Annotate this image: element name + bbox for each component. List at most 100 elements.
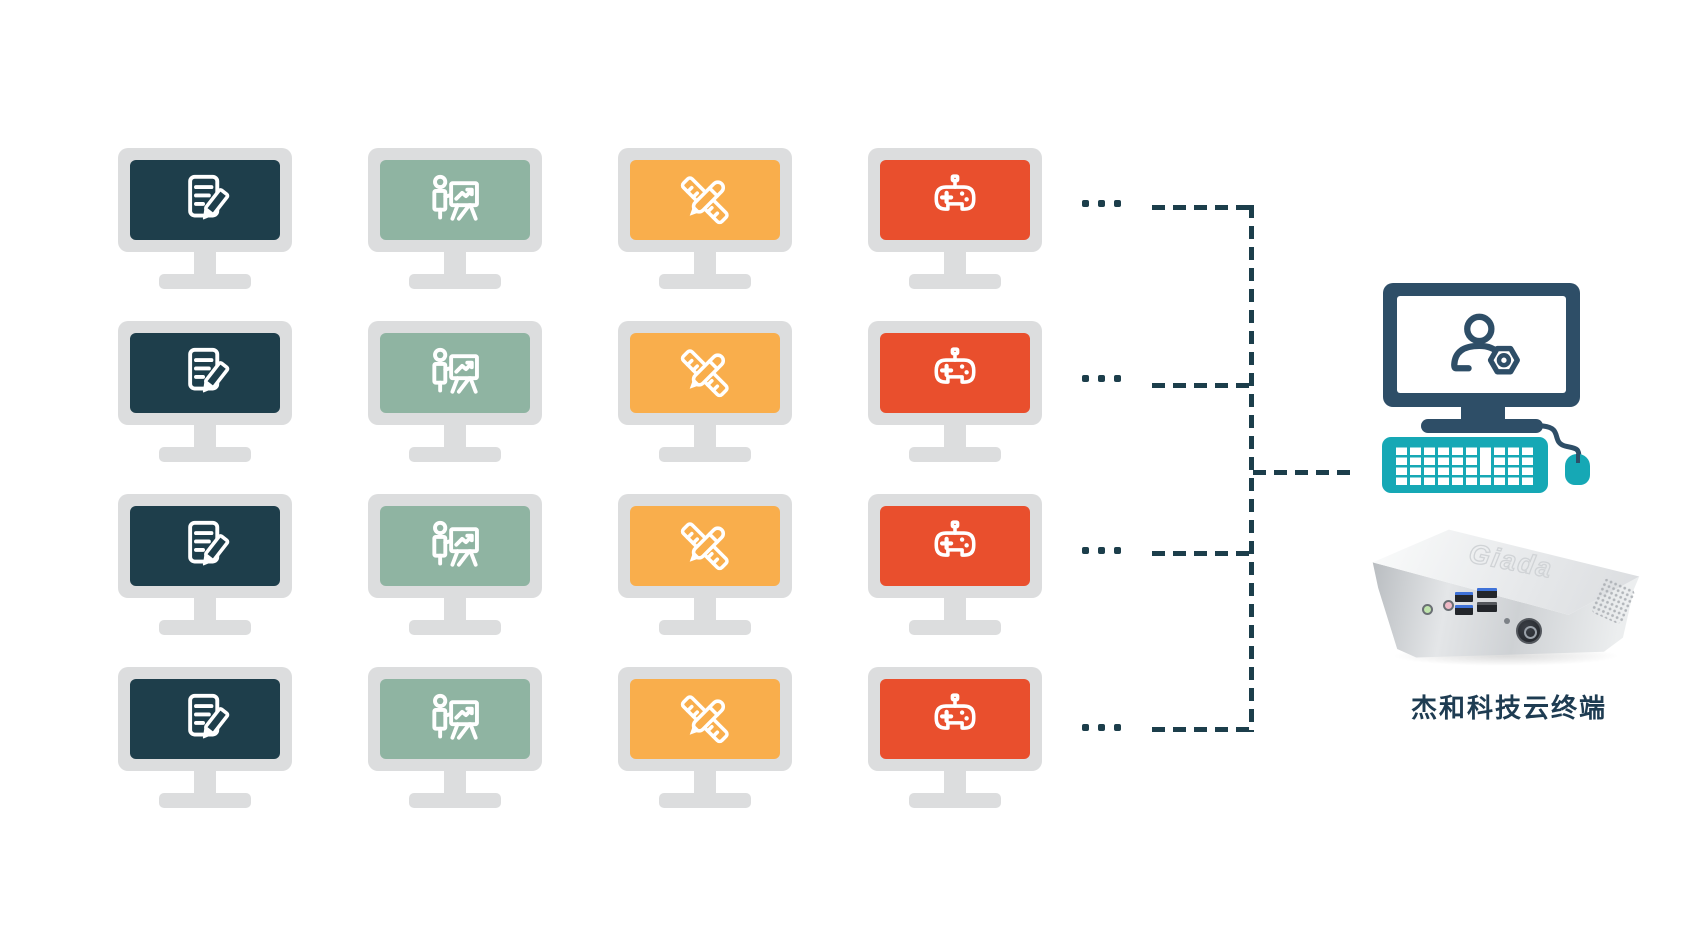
- connector-row-4: [1152, 727, 1252, 732]
- monitor-screen-gaming: [880, 333, 1030, 413]
- monitor-screen-office: [130, 333, 280, 413]
- monitor-stand-neck: [694, 251, 716, 277]
- monitor-stand-neck: [944, 597, 966, 623]
- monitor-screen-presentation: [380, 160, 530, 240]
- monitor-screen-design: [630, 506, 780, 586]
- keyboard-keys: [1396, 445, 1535, 485]
- monitor-screen-gaming: [880, 160, 1030, 240]
- monitor-stand-base: [909, 793, 1001, 808]
- row-ellipsis: [1082, 375, 1121, 382]
- row-ellipsis: [1082, 200, 1121, 207]
- monitor-screen-gaming: [880, 679, 1030, 759]
- keyboard-enter-key: [1480, 455, 1491, 473]
- client-monitor-r4c4: [868, 667, 1042, 808]
- monitor-stand-neck: [944, 770, 966, 796]
- monitor-stand-neck: [194, 251, 216, 277]
- monitor-stand-neck: [694, 597, 716, 623]
- monitor-stand-neck: [194, 597, 216, 623]
- monitor-screen-gaming: [880, 506, 1030, 586]
- client-monitor-r2c2: [368, 321, 542, 462]
- document-edit-icon: [174, 169, 236, 231]
- monitor-stand-base: [409, 793, 501, 808]
- gamepad-icon: [924, 515, 986, 577]
- ruler-pencil-icon: [674, 342, 736, 404]
- connector-to-host: [1253, 470, 1356, 475]
- monitor-stand-neck: [444, 251, 466, 277]
- monitor-stand-neck: [194, 770, 216, 796]
- monitor-stand-base: [159, 620, 251, 635]
- monitor-stand-neck: [944, 424, 966, 450]
- client-monitor-r1c1: [118, 148, 292, 289]
- host-keyboard: [1382, 437, 1548, 493]
- presentation-chart-icon: [424, 688, 486, 750]
- monitor-stand-base: [159, 447, 251, 462]
- client-monitor-r3c1: [118, 494, 292, 635]
- document-edit-icon: [174, 515, 236, 577]
- monitor-stand-base: [659, 447, 751, 462]
- usb-port: [1477, 588, 1497, 598]
- usb-port: [1455, 605, 1473, 615]
- connector-bus: [1249, 205, 1254, 732]
- mouse-cable: [1540, 423, 1582, 461]
- client-monitor-r4c2: [368, 667, 542, 808]
- presentation-chart-icon: [424, 515, 486, 577]
- monitor-stand-base: [409, 447, 501, 462]
- gamepad-icon: [924, 688, 986, 750]
- monitor-frame: [618, 667, 792, 771]
- monitor-screen-design: [630, 160, 780, 240]
- monitor-frame: [368, 667, 542, 771]
- client-monitor-r3c3: [618, 494, 792, 635]
- connector-row-3: [1152, 551, 1252, 556]
- client-monitor-r1c4: [868, 148, 1042, 289]
- usb-port: [1477, 602, 1497, 612]
- monitor-stand-base: [659, 274, 751, 289]
- audio-out-jack: [1422, 604, 1433, 615]
- monitor-frame: [118, 667, 292, 771]
- monitor-stand-neck: [444, 597, 466, 623]
- monitor-stand-neck: [444, 424, 466, 450]
- monitor-stand-base: [909, 274, 1001, 289]
- monitor-screen-presentation: [380, 333, 530, 413]
- client-monitor-r4c1: [118, 667, 292, 808]
- row-ellipsis: [1082, 724, 1121, 731]
- monitor-stand-base: [909, 620, 1001, 635]
- mini-pc-device: Giada: [1370, 524, 1642, 666]
- client-monitor-r4c3: [618, 667, 792, 808]
- user-settings-icon: [1432, 311, 1532, 379]
- host-monitor-base: [1421, 419, 1543, 433]
- host-monitor: [1383, 283, 1580, 407]
- monitor-stand-base: [409, 620, 501, 635]
- connector-row-2: [1152, 383, 1252, 388]
- monitor-frame: [368, 494, 542, 598]
- monitor-frame: [868, 321, 1042, 425]
- monitor-frame: [618, 321, 792, 425]
- monitor-frame: [618, 494, 792, 598]
- row-ellipsis: [1082, 547, 1121, 554]
- monitor-stand-base: [409, 274, 501, 289]
- monitor-screen-design: [630, 679, 780, 759]
- monitor-frame: [118, 494, 292, 598]
- monitor-screen-design: [630, 333, 780, 413]
- ruler-pencil-icon: [674, 515, 736, 577]
- mic-jack: [1443, 600, 1454, 611]
- monitor-stand-base: [909, 447, 1001, 462]
- client-monitor-r2c3: [618, 321, 792, 462]
- host-mouse: [1565, 454, 1590, 485]
- monitor-frame: [868, 494, 1042, 598]
- client-monitor-r1c2: [368, 148, 542, 289]
- monitor-stand-neck: [694, 770, 716, 796]
- monitor-frame: [618, 148, 792, 252]
- monitor-frame: [368, 321, 542, 425]
- client-monitor-r3c2: [368, 494, 542, 635]
- monitor-frame: [868, 148, 1042, 252]
- pin-hole: [1504, 618, 1510, 624]
- client-monitor-r2c4: [868, 321, 1042, 462]
- host-monitor-screen: [1397, 296, 1566, 393]
- device-caption: 杰和科技云终端: [1410, 693, 1607, 723]
- monitor-screen-office: [130, 160, 280, 240]
- monitor-stand-base: [659, 793, 751, 808]
- presentation-chart-icon: [424, 342, 486, 404]
- power-button: [1516, 618, 1542, 644]
- monitor-frame: [868, 667, 1042, 771]
